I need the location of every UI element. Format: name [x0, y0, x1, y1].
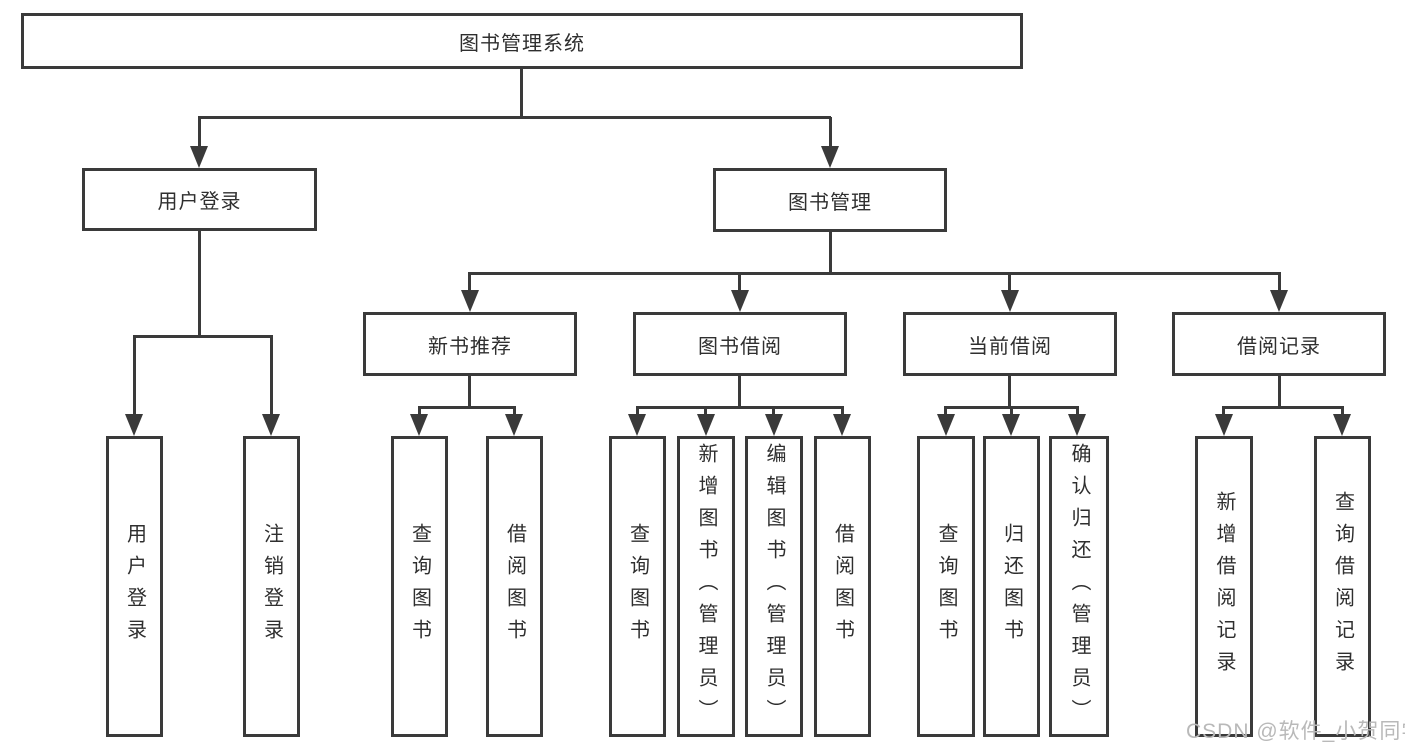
connector-drop-borrow-records [1278, 273, 1281, 293]
node-leaf-query-books-3: 查询图书 [917, 436, 975, 737]
connector-group2-stem [738, 374, 741, 409]
connector-group2-rail [636, 406, 844, 409]
node-current-borrow: 当前借阅 [903, 312, 1117, 376]
arrowhead-leaf [1002, 414, 1020, 436]
node-leaf-return-books: 归还图书 [983, 436, 1040, 737]
connector-stub-leaf [418, 406, 421, 416]
node-root: 图书管理系统 [21, 13, 1023, 69]
node-leaf-edit-books-admin: 编辑图书（管理员） [745, 436, 803, 737]
connector-group3-stem [1008, 374, 1011, 409]
arrowhead-leaf [765, 414, 783, 436]
connector-stub-leaf [841, 406, 844, 416]
connector-stub-leaf [513, 406, 516, 416]
arrowhead-leaf-logout [262, 414, 280, 436]
node-user-login: 用户登录 [82, 168, 317, 231]
node-leaf-query-books-1: 查询图书 [391, 436, 448, 737]
connector-user-login-stem [198, 229, 201, 337]
connector-drop-leaf-user-login [133, 335, 136, 417]
node-leaf-borrow-books-1: 借阅图书 [486, 436, 543, 737]
connector-drop-book-management [829, 117, 832, 149]
node-book-management: 图书管理 [713, 168, 947, 232]
node-leaf-logout: 注销登录 [243, 436, 300, 737]
arrowhead-book-management [821, 146, 839, 168]
connector-stub-leaf [772, 406, 775, 416]
connector-user-login-rail [133, 335, 273, 338]
connector-stub-leaf [944, 406, 947, 416]
node-leaf-add-borrow-record: 新增借阅记录 [1195, 436, 1253, 737]
arrowhead-leaf [505, 414, 523, 436]
node-leaf-user-login: 用户登录 [106, 436, 163, 737]
connector-group4-stem [1278, 374, 1281, 409]
connector-drop-new-book-recommend [468, 273, 471, 293]
node-new-book-recommend: 新书推荐 [363, 312, 577, 376]
node-leaf-query-borrow-record: 查询借阅记录 [1314, 436, 1371, 737]
node-book-borrow: 图书借阅 [633, 312, 847, 376]
connector-root-stem [520, 67, 523, 119]
arrowhead-leaf-user-login [125, 414, 143, 436]
connector-group4-rail [1222, 406, 1344, 409]
connector-stub-leaf [1076, 406, 1079, 416]
connector-stub-leaf [636, 406, 639, 416]
arrowhead-leaf [628, 414, 646, 436]
arrowhead-user-login [190, 146, 208, 168]
connector-drop-leaf-logout [270, 335, 273, 417]
arrowhead-borrow-records [1270, 290, 1288, 312]
arrowhead-leaf [1068, 414, 1086, 436]
connector-stub-leaf [1341, 406, 1344, 416]
arrowhead-leaf [697, 414, 715, 436]
arrowhead-leaf [410, 414, 428, 436]
arrowhead-current-borrow [1001, 290, 1019, 312]
connector-level3-rail [468, 272, 1281, 275]
connector-drop-user-login [198, 117, 201, 149]
connector-group1-rail [418, 406, 516, 409]
connector-stub-leaf [1222, 406, 1225, 416]
csdn-watermark: CSDN @软件_小贺同学 [1186, 720, 1405, 743]
arrowhead-new-book-recommend [461, 290, 479, 312]
node-borrow-records: 借阅记录 [1172, 312, 1386, 376]
arrowhead-leaf [1333, 414, 1351, 436]
arrowhead-leaf [833, 414, 851, 436]
arrowhead-book-borrow [731, 290, 749, 312]
connector-drop-book-borrow [738, 273, 741, 293]
node-leaf-confirm-return-admin: 确认归还（管理员） [1049, 436, 1109, 737]
connector-book-management-stem [829, 230, 832, 275]
connector-stub-leaf [704, 406, 707, 416]
node-leaf-add-books-admin: 新增图书（管理员） [677, 436, 735, 737]
arrowhead-leaf [1215, 414, 1233, 436]
arrowhead-leaf [937, 414, 955, 436]
node-leaf-query-books-2: 查询图书 [609, 436, 666, 737]
connector-level2-rail [198, 116, 831, 119]
connector-group1-stem [468, 374, 471, 409]
connector-drop-current-borrow [1008, 273, 1011, 293]
node-leaf-borrow-books-2: 借阅图书 [814, 436, 871, 737]
connector-stub-leaf [1010, 406, 1013, 416]
